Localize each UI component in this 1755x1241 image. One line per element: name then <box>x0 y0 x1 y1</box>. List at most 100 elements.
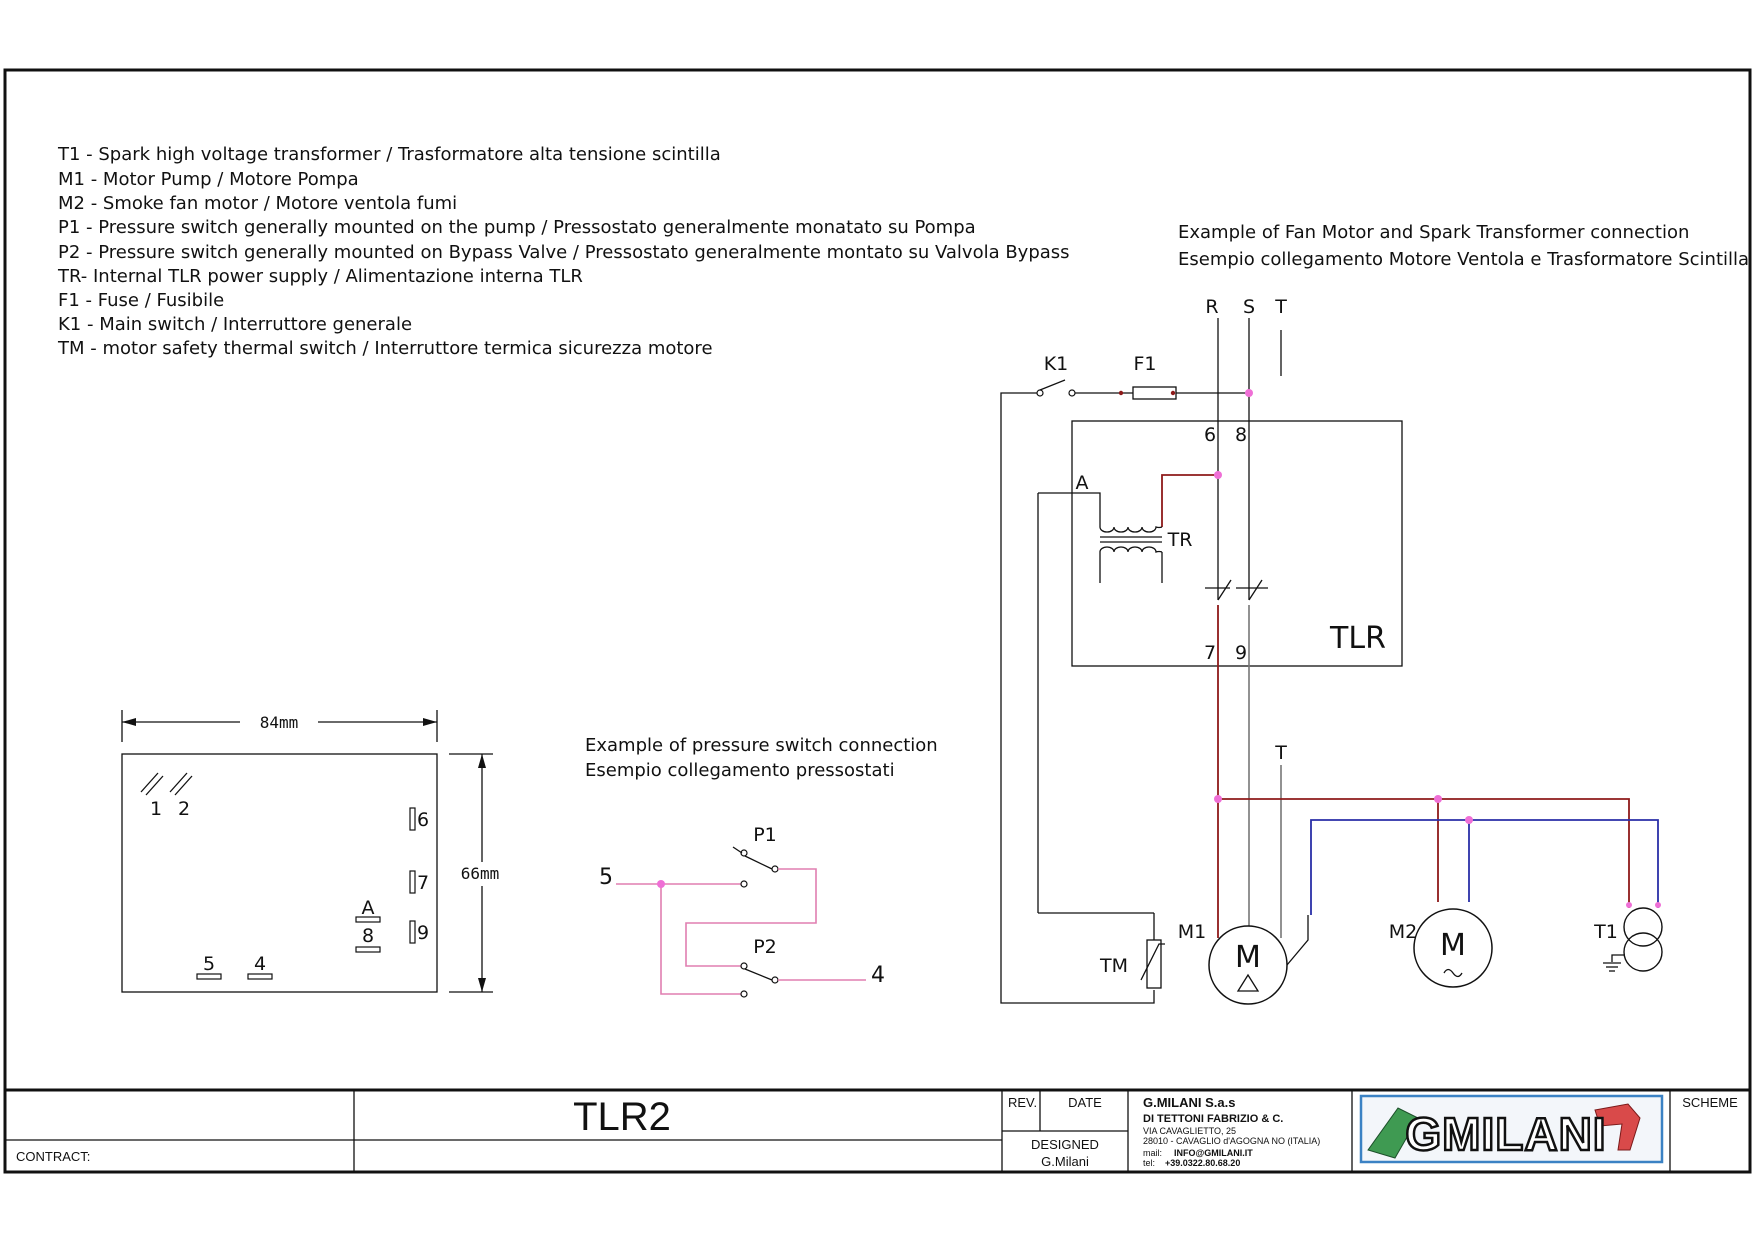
terminal-8-pin <box>355 946 381 953</box>
pressure-caption-en: Example of pressure switch connection <box>585 735 938 756</box>
relay-contact <box>1248 579 1263 601</box>
pressure-switch-example: Example of pressure switch connection Es… <box>585 735 938 998</box>
contract-label: CONTRACT: <box>16 1149 90 1164</box>
legend-line: P2 - Pressure switch generally mounted o… <box>58 242 1070 263</box>
terminal-5-label: 5 <box>599 865 613 890</box>
pressure-wire <box>660 884 742 995</box>
tr-secondary-coil <box>1099 546 1163 553</box>
fan-caption-en: Example of Fan Motor and Spark Transform… <box>1178 222 1689 243</box>
tr-a-wire <box>1038 492 1101 527</box>
m1-neutral-wire <box>1286 915 1309 966</box>
designer-name: G.Milani <box>1041 1154 1089 1169</box>
phase-r-label: R <box>1205 296 1218 318</box>
tr-primary-wire <box>1161 474 1218 527</box>
k1-label: K1 <box>1044 353 1069 375</box>
logo-spray-gun-icon <box>1594 1103 1641 1151</box>
p2-contact <box>740 962 748 970</box>
node-dot <box>1118 390 1124 396</box>
t1-label: T1 <box>1593 921 1618 943</box>
legend-line: M2 - Smoke fan motor / Motore ventola fu… <box>58 193 457 214</box>
node-dot <box>1655 902 1661 908</box>
pressure-wire <box>685 868 817 967</box>
relay-contact <box>1217 579 1232 601</box>
node-dot <box>657 880 665 888</box>
phase-s-label: S <box>1243 296 1255 318</box>
motor-m2-symbol <box>1413 908 1493 988</box>
fan-caption-it: Esempio collegamento Motore Ventola e Tr… <box>1178 249 1749 270</box>
p1-label: P1 <box>753 824 777 846</box>
terminal-a-pin <box>355 916 381 923</box>
sheet-border <box>3 68 1752 1174</box>
motor-m2-letter: M <box>1440 928 1466 963</box>
terminal-9-pin <box>409 920 416 944</box>
f1-label: F1 <box>1133 353 1156 375</box>
p1-contact <box>740 880 748 888</box>
module-terminal-8: 8 <box>362 925 374 947</box>
terminal-6-pin <box>409 807 416 831</box>
node-dot <box>1170 390 1176 396</box>
company-name: G.MILANI S.a.s <box>1143 1095 1235 1110</box>
three-phase-icon <box>1236 973 1260 992</box>
rev-label: REV. <box>1008 1095 1037 1110</box>
gmilani-logo: GMILANI <box>1359 1094 1664 1164</box>
node-dot <box>1214 795 1222 803</box>
title-block: CONTRACT: TLR2 REV. DATE DESIGNED G.Mila… <box>5 1088 1750 1172</box>
spark-transformer-coil <box>1623 932 1663 972</box>
width-dimension-label: 84mm <box>260 713 299 732</box>
p2-switch-blade <box>744 968 773 981</box>
tm-label: TM <box>1099 955 1128 977</box>
logo-cleaner-icon <box>1367 1107 1419 1159</box>
motor-m1-letter: M <box>1235 940 1261 975</box>
k1-switch-blade <box>1039 379 1066 391</box>
tlr-box <box>1071 420 1403 667</box>
p1-contact <box>771 865 779 873</box>
node-dot <box>1465 816 1473 824</box>
scheme-label: SCHEME <box>1682 1095 1738 1110</box>
p1-lead <box>732 846 743 854</box>
dim-arrow <box>122 718 136 726</box>
tm-thermal-switch-symbol <box>1146 939 1162 989</box>
company-email: INFO@GMILANI.IT <box>1174 1148 1253 1158</box>
fuse-f1-symbol <box>1132 386 1177 400</box>
terminal-5-pin <box>196 973 222 980</box>
dim-arrow <box>423 718 437 726</box>
pressure-caption-it: Esempio collegamento pressostati <box>585 760 895 781</box>
company-city: 28010 - CAVAGLIO d'AGOGNA NO (ITALIA) <box>1143 1136 1320 1146</box>
component-legend: T1 - Spark high voltage transformer / Tr… <box>57 144 1070 359</box>
legend-line: F1 - Fuse / Fusibile <box>58 290 224 311</box>
k1-contact <box>1068 389 1076 397</box>
red-bus <box>1218 798 1630 908</box>
p1-switch-blade <box>744 855 773 870</box>
terminal-2-pin <box>169 772 188 793</box>
neutral-return-wire <box>1000 392 1155 1004</box>
tm-thermal-mark <box>1140 943 1165 981</box>
m2-label: M2 <box>1389 921 1417 943</box>
p2-label: P2 <box>753 936 777 958</box>
spark-transformer-coil <box>1623 907 1663 947</box>
module-terminal-9: 9 <box>417 922 429 944</box>
module-terminal-6: 6 <box>417 809 429 831</box>
terminal-6-label: 6 <box>1204 424 1216 446</box>
earth-wire <box>1611 954 1625 962</box>
legend-line: M1 - Motor Pump / Motore Pompa <box>58 169 359 190</box>
p2-contact <box>740 990 748 998</box>
dim-arrow <box>478 978 486 992</box>
node-dot <box>1214 471 1222 479</box>
tel-label: tel: <box>1143 1158 1155 1168</box>
earth-t-label: T <box>1274 742 1287 764</box>
module-footprint: 84mm 66mm 1 2 6 7 9 A 8 5 4 <box>121 710 500 993</box>
mail-label: mail: <box>1143 1148 1162 1158</box>
tr-label: TR <box>1167 529 1193 551</box>
company-address: VIA CAVAGLIETTO, 25 <box>1143 1126 1236 1136</box>
terminal-2-pin <box>174 775 193 796</box>
legend-line: P1 - Pressure switch generally mounted o… <box>58 217 976 238</box>
module-terminal-4: 4 <box>254 953 266 975</box>
height-dimension-label: 66mm <box>461 864 500 883</box>
terminal-1-pin <box>145 775 164 796</box>
legend-line: T1 - Spark high voltage transformer / Tr… <box>57 144 721 165</box>
terminal-8-label: 8 <box>1235 424 1247 446</box>
phase-t-label: T <box>1274 296 1287 318</box>
company-phone: +39.0322.80.68.20 <box>1165 1158 1240 1168</box>
node-dot <box>1434 795 1442 803</box>
